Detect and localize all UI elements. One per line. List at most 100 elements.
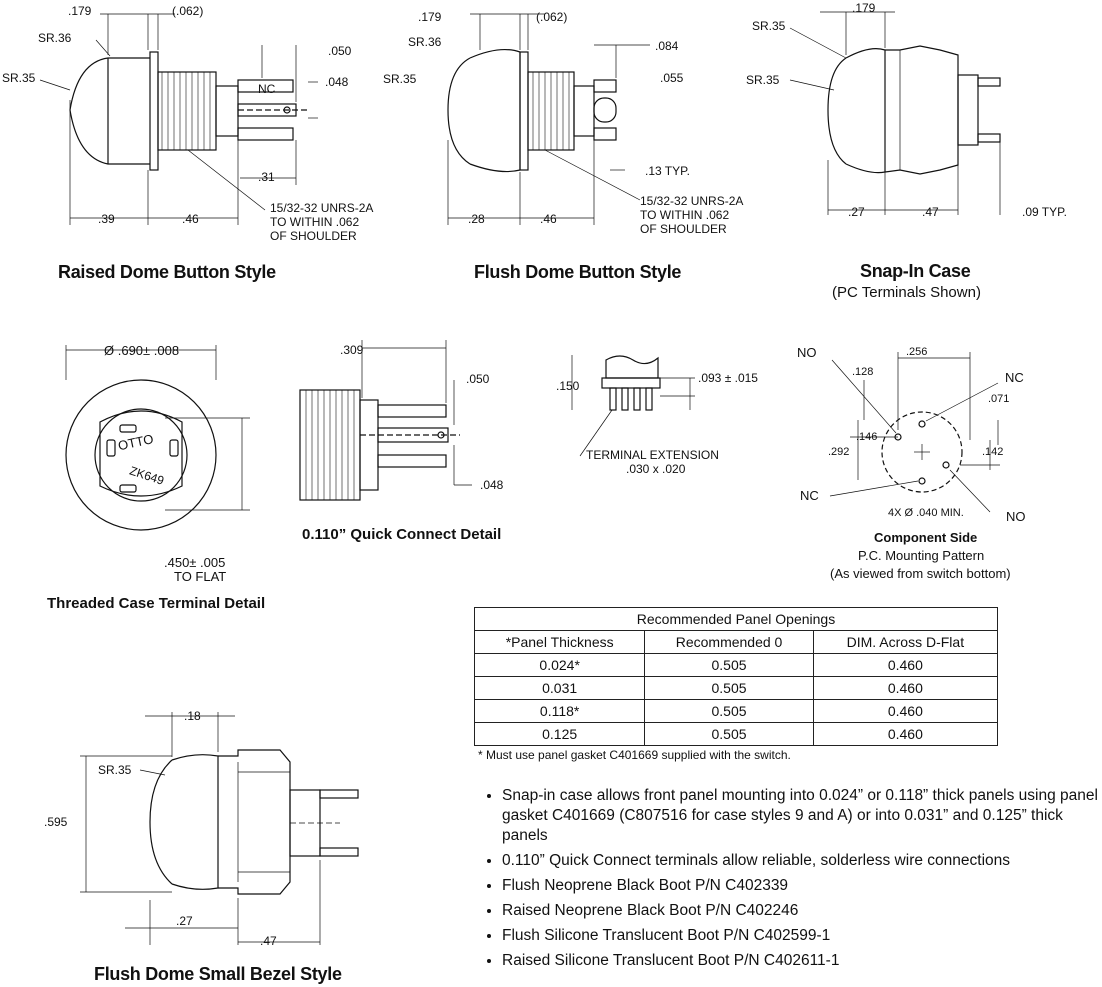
raised-thread-note-3: OF SHOULDER: [270, 229, 357, 243]
ext-label: TERMINAL EXTENSION: [586, 448, 719, 462]
snap-dim-47: .47: [922, 205, 939, 219]
pcb-dim-071: .071: [988, 393, 1009, 405]
snap-in-caption: Snap-In Case: [860, 261, 971, 281]
threaded-case-drawing: [65, 345, 250, 531]
raised-dome-caption: Raised Dome Button Style: [58, 262, 276, 282]
raised-dim-46: .46: [182, 212, 199, 226]
snap-in-subcaption: (PC Terminals Shown): [832, 284, 981, 301]
pcb-dim-292: .292: [828, 446, 849, 458]
snap-dim-sr35: SR.35: [746, 73, 780, 87]
table-row: 0.024* 0.505 0.460: [473, 653, 999, 677]
small-dim-595: .595: [44, 815, 68, 829]
pcb-dim-146: .146: [856, 431, 877, 443]
snap-dim-179: .179: [852, 1, 876, 15]
small-dim-47: .47: [260, 934, 277, 948]
small-bezel-drawing: [80, 712, 359, 945]
small-dim-sr35: SR.35: [98, 763, 132, 777]
flush-dome-caption: Flush Dome Button Style: [474, 262, 682, 282]
list-item: Flush Neoprene Black Boot P/N C402339: [502, 876, 1102, 896]
flush-dim-179: .179: [418, 10, 442, 24]
quick-dim-048: .048: [480, 478, 504, 492]
snap-dim-27: .27: [848, 205, 865, 219]
small-dim-27: .27: [176, 914, 193, 928]
small-bezel-caption: Flush Dome Small Bezel Style: [94, 964, 342, 984]
raised-dome-drawing: [39, 13, 318, 225]
table-cell: 0.460: [812, 699, 999, 723]
threaded-dim-to-flat: TO FLAT: [174, 569, 226, 584]
pcb-caption-line1: P.C. Mounting Pattern: [858, 548, 985, 563]
raised-thread-note-1: 15/32-32 UNRS-2A: [270, 201, 373, 215]
table-cell: 0.505: [644, 722, 814, 746]
table-cell: 0.505: [644, 653, 814, 677]
flush-dim-062: (.062): [536, 10, 567, 24]
table-footnote: * Must use panel gasket C401669 supplied…: [478, 748, 791, 762]
pcb-label-no-bottom: NO: [1006, 509, 1026, 524]
ext-dim-093: .093 ± .015: [698, 371, 758, 385]
quick-connect-drawing: [299, 340, 472, 501]
small-dim-18: .18: [184, 709, 201, 723]
table-row: 0.031 0.505 0.460: [473, 676, 999, 700]
flush-dim-28: .28: [468, 212, 485, 226]
threaded-dim-450: .450± .005: [164, 555, 225, 570]
threaded-marking-otto: OTTO: [117, 431, 155, 453]
raised-dim-050: .050: [328, 44, 352, 58]
flush-dome-drawing: [447, 13, 650, 225]
quick-dim-050: .050: [466, 372, 490, 386]
table-cell: 0.460: [812, 676, 999, 700]
pcb-caption-bold: Component Side: [874, 530, 978, 545]
flush-thread-note-2: TO WITHIN .062: [640, 208, 729, 222]
quick-dim-309: .309: [340, 343, 364, 357]
pcb-label-no-top: NO: [797, 345, 817, 360]
table-cell: 0.031: [473, 676, 646, 700]
flush-dim-46: .46: [540, 212, 557, 226]
flush-thread-note-3: OF SHOULDER: [640, 222, 727, 236]
pcb-label-nc-right: NC: [1005, 370, 1024, 385]
raised-nc-label: NC: [258, 82, 276, 96]
table-header-recommended: Recommended 0: [644, 630, 814, 654]
list-item: Flush Silicone Translucent Boot P/N C402…: [502, 926, 1102, 946]
pcb-dim-hole: 4X Ø .040 MIN.: [888, 507, 964, 519]
threaded-caption: Threaded Case Terminal Detail: [47, 595, 266, 612]
table-title-row: Recommended Panel Openings: [474, 607, 998, 631]
flush-dim-sr35: SR.35: [383, 72, 417, 86]
table-header-row: *Panel Thickness Recommended 0 DIM. Acro…: [473, 630, 999, 654]
flush-dim-13typ: .13 TYP.: [645, 164, 690, 178]
table-cell: 0.024*: [473, 653, 646, 677]
table-cell: 0.505: [644, 676, 814, 700]
panel-openings-table: Recommended Panel Openings *Panel Thickn…: [473, 607, 999, 746]
table-row: 0.125 0.505 0.460: [473, 722, 999, 746]
table-cell: 0.460: [812, 722, 999, 746]
pcb-dim-128: .128: [852, 366, 873, 378]
ext-dim-030: .030 x .020: [626, 462, 686, 476]
raised-dim-31: .31: [258, 170, 275, 184]
table-title: Recommended Panel Openings: [474, 607, 998, 631]
pcb-label-nc-left: NC: [800, 488, 819, 503]
pcb-dim-256: .256: [906, 346, 927, 358]
flush-dim-sr36: SR.36: [408, 35, 442, 49]
flush-thread-note-1: 15/32-32 UNRS-2A: [640, 194, 743, 208]
snap-dim-09typ: .09 TYP.: [1022, 205, 1067, 219]
list-item: Snap-in case allows front panel mounting…: [502, 786, 1102, 846]
raised-dim-062: (.062): [172, 4, 203, 18]
flush-dim-055: .055: [660, 71, 684, 85]
snap-in-drawing: [789, 11, 1001, 215]
table-cell: 0.125: [473, 722, 646, 746]
ext-dim-150: .150: [556, 379, 580, 393]
table-cell: 0.460: [812, 653, 999, 677]
table-cell: 0.505: [644, 699, 814, 723]
table-cell: 0.118*: [473, 699, 646, 723]
feature-list: Snap-in case allows front panel mounting…: [474, 786, 1102, 976]
quick-connect-caption: 0.110” Quick Connect Detail: [302, 526, 502, 543]
table-header-dflat: DIM. Across D-Flat: [812, 630, 999, 654]
terminal-extension-drawing: [571, 355, 695, 457]
raised-dim-048: .048: [325, 75, 349, 89]
pcb-pattern-drawing: [829, 352, 1000, 513]
snap-dim-sr35-top: SR.35: [752, 19, 786, 33]
threaded-dim-diameter: Ø .690± .008: [104, 343, 179, 358]
flush-dim-084: .084: [655, 39, 679, 53]
raised-dim-39: .39: [98, 212, 115, 226]
pcb-caption-line2: (As viewed from switch bottom): [830, 566, 1011, 581]
table-header-thickness: *Panel Thickness: [473, 630, 646, 654]
